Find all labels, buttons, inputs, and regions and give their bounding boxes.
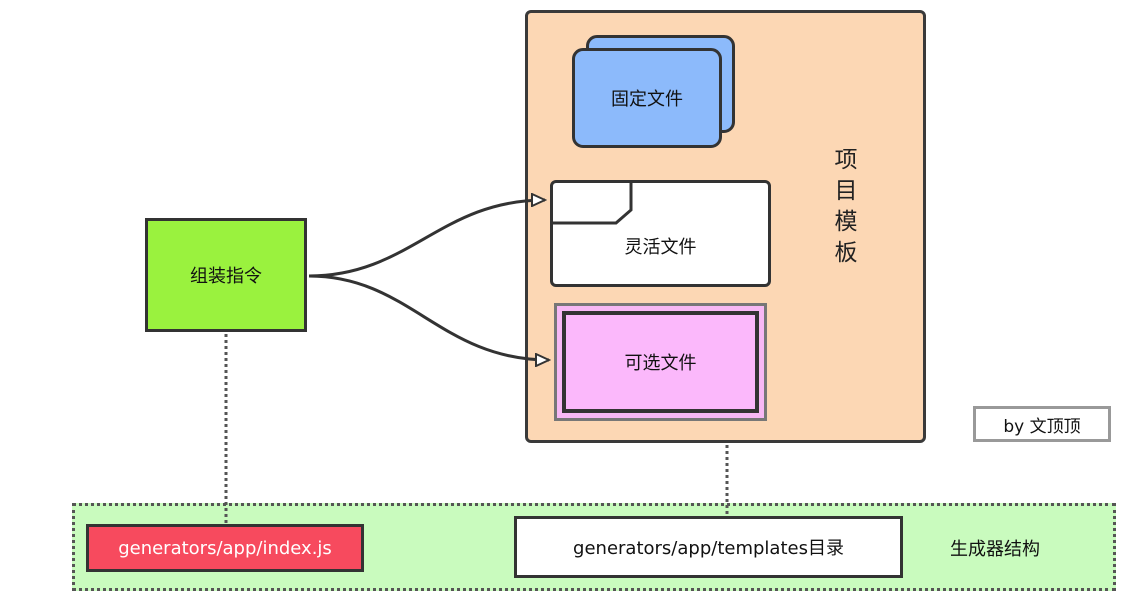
templates-directory-node: generators/app/templates目录: [514, 516, 903, 578]
folded-corner-icon: [553, 183, 633, 225]
fixed-files-label: 固定文件: [611, 89, 683, 110]
generator-structure-label-text: 生成器结构: [950, 539, 1040, 560]
project-template-title-char: 板: [834, 240, 858, 266]
assemble-instruction-node: 组装指令: [145, 218, 307, 332]
author-credit-label: by 文顶顶: [1003, 416, 1081, 437]
arrow-assemble-to-optional: [308, 274, 549, 360]
author-credit-box: by 文顶顶: [973, 406, 1111, 442]
fixed-files-node: 固定文件: [572, 48, 722, 148]
project-template-title-char: 项: [834, 147, 858, 173]
flexible-files-node: 灵活文件: [550, 180, 771, 287]
flexible-files-label: 灵活文件: [624, 237, 697, 258]
project-template-title: 项目模板: [826, 145, 866, 275]
arrow-assemble-to-flexible: [308, 200, 545, 278]
index-file-label: generators/app/index.js: [118, 537, 332, 559]
assemble-instruction-label: 组装指令: [190, 266, 262, 287]
project-template-title-char: 模: [834, 209, 858, 235]
templates-directory-label: generators/app/templates目录: [573, 538, 844, 559]
optional-files-node: 可选文件: [562, 311, 759, 413]
optional-files-label: 可选文件: [624, 353, 697, 374]
project-template-title-char: 目: [834, 178, 858, 204]
index-file-node: generators/app/index.js: [86, 524, 364, 572]
generator-structure-label: 生成器结构: [930, 530, 1060, 566]
